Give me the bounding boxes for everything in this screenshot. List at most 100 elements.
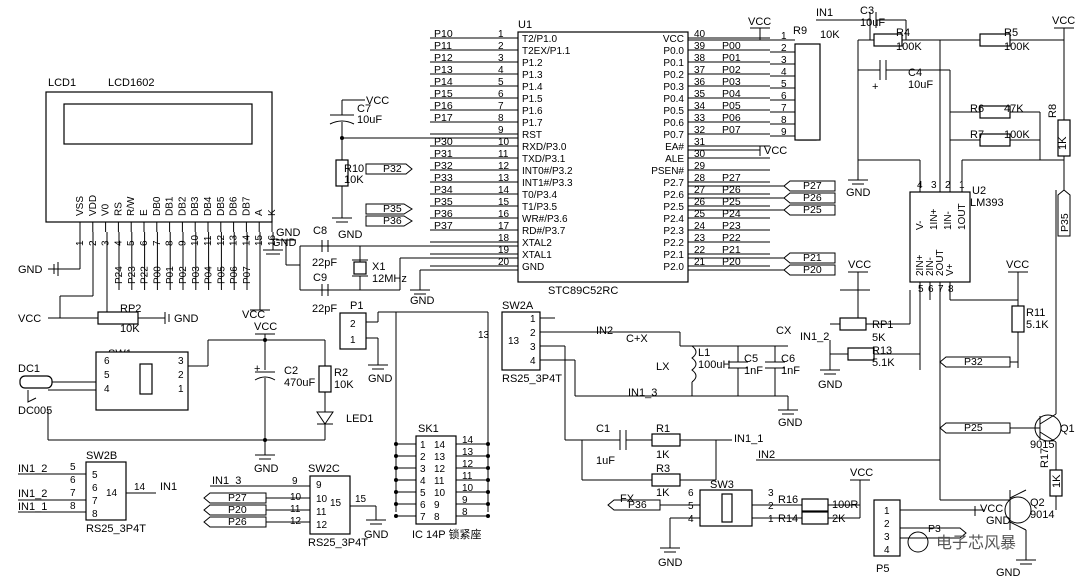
u1-pin-name-40: VCC (663, 34, 684, 45)
vcc-label-r11: VCC (1006, 259, 1029, 271)
u1-net-P02: P02 (722, 64, 741, 76)
lcd-bus-P06: P06 (229, 266, 240, 284)
sw2c-pin9: 9 (292, 476, 298, 487)
u1-net-P23: P23 (722, 220, 741, 232)
u1-pin-num-2: 2 (498, 41, 504, 52)
u1-pin-name-4: P1.3 (522, 70, 543, 81)
u1-net-P22: P22 (722, 232, 741, 244)
r4-value: 100K (896, 41, 922, 53)
u1-net-P31: P31 (434, 148, 453, 160)
gnd-label-q2: GND (996, 567, 1021, 579)
u1-ref: U1 (518, 19, 532, 31)
u1-pin-name-24: P2.3 (663, 226, 684, 237)
lcd-pin-name-8: DB1 (165, 196, 176, 216)
net-in1-top: IN1 (816, 7, 833, 19)
u1-pin-name-2: T2EX/P1.1 (522, 46, 571, 57)
r9-ref: R9 (793, 25, 807, 37)
u1-pin-num-36: 36 (694, 77, 706, 88)
l1-ref: L1 (698, 347, 710, 359)
sk1-right-pin-out-14: 14 (462, 435, 474, 446)
port-p20-sw2c: P20 (228, 504, 247, 516)
r9-pin-4: 4 (781, 67, 787, 78)
u1-pin-num-30: 30 (694, 149, 706, 160)
input-network: C1 1uF R1 1K IN1_1 R3 1K SW3 6 5 4 3 2 1… (565, 423, 940, 569)
u1-pin-name-11: TXD/P3.1 (522, 154, 566, 165)
gnd-label-p1: GND (368, 373, 393, 385)
u1-pin-name-17: RD#/P3.7 (522, 226, 566, 237)
sw2b-pin8: 8 (70, 501, 76, 512)
r10-ref: R10 (344, 163, 364, 175)
sw3-pin1: 1 (768, 514, 774, 525)
sw2a-switch: SW2A 13 13 1 2 3 4 RS25_3P4T IN2 C+X IN1… (478, 300, 692, 440)
u1-pin-name-25: P2.4 (663, 214, 684, 225)
port-p27: P27 (803, 180, 822, 192)
u1-pin-num-12: 12 (498, 161, 510, 172)
u1-pin-name-15: T1/P3.5 (522, 202, 557, 213)
sk1-left-pin-5: 5 (420, 488, 426, 499)
u1-net-P16: P16 (434, 100, 453, 112)
u2-top-name-3: 1OUT (957, 203, 968, 230)
sw3-pin4: 4 (688, 514, 694, 525)
sw2b-pin14: 14 (106, 488, 118, 499)
net-lx: LX (656, 361, 670, 373)
u1-pin-num-15: 15 (498, 197, 510, 208)
r9-pin-1: 1 (781, 31, 787, 42)
u1-pin-num-18: 18 (498, 233, 510, 244)
lcd-bus-P23: P23 (127, 266, 138, 284)
u2-bot-num-0: 5 (918, 284, 924, 295)
net-in1-1: IN1_1 (734, 433, 763, 445)
sw1-pin3: 3 (178, 356, 184, 367)
c2-value: 470uF (284, 377, 315, 389)
x1-value: 12MHz (372, 273, 407, 285)
r9-value: 10K (820, 29, 840, 41)
u1-pin-num-27: 27 (694, 185, 706, 196)
gnd-label-p5: GND (986, 515, 1011, 527)
u1-pin-name-8: P1.7 (522, 118, 543, 129)
u1-left-ports: P32 P35 P36 (365, 163, 413, 227)
u1-pin-num-24: 24 (694, 221, 706, 232)
sw2b-pin8-i: 8 (92, 509, 98, 520)
r13-value: 5.1K (872, 357, 895, 369)
u2-bot-name-1: 2IN- (925, 257, 936, 276)
u1-net-P32: P32 (434, 160, 453, 172)
u1-pin-num-11: 11 (498, 149, 509, 160)
net-in1-3-top: IN1_3 (628, 387, 657, 399)
r5-value: 100K (1004, 41, 1030, 53)
u1-pin-name-38: P0.1 (663, 58, 684, 69)
lcd-pin-name-13: DB6 (229, 196, 240, 216)
r13-ref: R13 (872, 345, 892, 357)
sk1-right-pin-8: 8 (434, 512, 440, 523)
sk1-ref: SK1 (418, 423, 439, 435)
p1-pin2: 2 (350, 319, 356, 330)
u1-pin-name-37: P0.2 (663, 70, 684, 81)
c8-value: 22pF (312, 257, 337, 269)
lcd-power: GND VCC GND RP2 10K VCC GND (18, 232, 297, 335)
port-p32-out: P32 (964, 356, 983, 368)
u1-net-P26: P26 (722, 184, 741, 196)
u1-net-P21: P21 (722, 244, 741, 256)
u2-bot-num-1: 6 (928, 284, 934, 295)
u1-right-ports: P27 P26 P25 P21 P20 (688, 180, 836, 276)
u1-pin-num-39: 39 (694, 41, 706, 52)
sk1-left-pin-6: 6 (420, 500, 426, 511)
sw2c-pin15-out: 15 (355, 494, 367, 505)
u1-net-P35: P35 (434, 196, 453, 208)
u1-pin-name-26: P2.5 (663, 202, 684, 213)
lcd-pin-name-12: DB5 (216, 196, 227, 216)
u1-part: STC89C52RC (548, 285, 618, 297)
x1-ref: X1 (372, 261, 385, 273)
u1-pin-name-10: RXD/P3.0 (522, 142, 567, 153)
u1-pin-name-5: P1.4 (522, 82, 543, 93)
net-cpx: C+X (626, 333, 648, 345)
sw2b-pin5: 5 (70, 462, 76, 473)
port-p32: P32 (383, 163, 402, 175)
u1-pin-name-27: P2.6 (663, 190, 684, 201)
r3-ref: R3 (656, 463, 670, 475)
u1-net-P04: P04 (722, 88, 741, 100)
sk1-right-pin-out-11: 11 (462, 471, 473, 482)
lcd-bus-P24: P24 (114, 266, 125, 284)
u1-pin-num-19: 19 (498, 245, 510, 256)
u1-pin-name-21: P2.0 (663, 262, 684, 273)
